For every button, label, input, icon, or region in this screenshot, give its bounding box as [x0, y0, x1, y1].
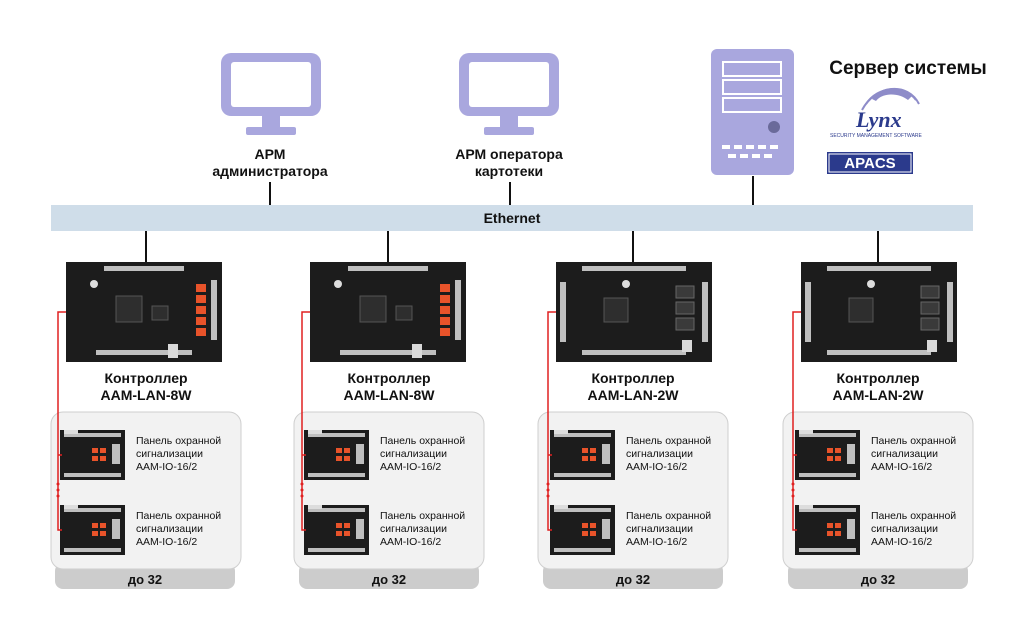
controller-board-1 [65, 261, 223, 363]
panel-board-2b [304, 505, 369, 555]
svg-text:APACS: APACS [844, 155, 895, 172]
panel-board-1b [60, 505, 125, 555]
lynx-logo: Lynx SECURITY MANAGEMENT SOFTWARE [830, 88, 923, 139]
svg-text:SECURITY MANAGEMENT SOFTWARE: SECURITY MANAGEMENT SOFTWARE [830, 133, 923, 139]
svg-text:Lynx: Lynx [855, 107, 902, 132]
panel-board-4b [795, 505, 860, 555]
bus-continuation-dots [56, 482, 795, 498]
panel-board-2a [304, 430, 369, 480]
ethernet-bus [51, 205, 973, 231]
ethernet-label: Ethernet [483, 210, 541, 226]
panel-board-3b [550, 505, 615, 555]
operator-workstation-monitor-icon [459, 53, 559, 135]
controller-board-3 [555, 261, 713, 363]
panel-board-4a [795, 430, 860, 480]
group-count-3: до 32 [615, 572, 651, 587]
group-count-4: до 32 [860, 572, 896, 587]
panel-board-1a [60, 430, 125, 480]
panel-bus-lines [57, 311, 801, 531]
uplink-lines [145, 176, 879, 262]
apacs-logo: APACS [827, 152, 913, 174]
admin-workstation-monitor-icon [221, 53, 321, 135]
panel-board-3a [550, 430, 615, 480]
group-count-2: до 32 [371, 572, 407, 587]
controller-board-2 [309, 261, 467, 363]
server-title: Сервер системы [829, 58, 987, 79]
group-count-1: до 32 [127, 572, 163, 587]
server-tower-icon [711, 49, 794, 175]
controller-board-4 [800, 261, 958, 363]
